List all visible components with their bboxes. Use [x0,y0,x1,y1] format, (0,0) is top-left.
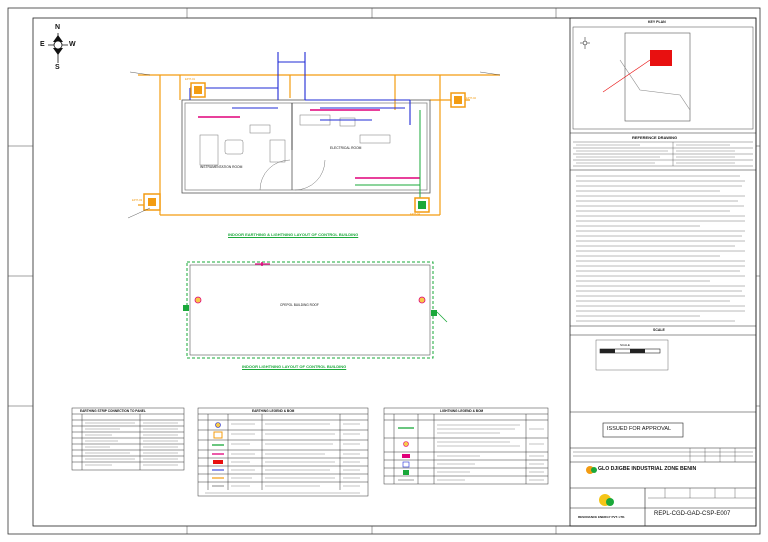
strip-table-text-lines [85,422,178,466]
outer-border [7,7,761,535]
notes-text-lines [576,175,745,322]
plan1-lightning [355,110,421,205]
strip-table-grid [71,407,185,471]
refdrawing-grid [573,141,753,167]
zone-ticks [8,8,760,534]
earth-pit-label: EPIT-02 [466,96,477,100]
issued-status: ISSUED FOR APPROVAL [607,426,672,432]
earth-pit-label: EPIT-03 [132,198,143,202]
earthing-legend-title: EARTHING LEGEND & BOM [252,408,295,413]
key-plan-drawing [572,26,754,130]
earthing-legend-grid [197,407,369,497]
title-column [569,17,757,527]
scale-label: SCALE [620,343,630,347]
lightning-legend-grid [383,407,549,485]
plan2-title: INDOOR LIGHTNING LAYOUT OF CONTROL BUILD… [242,364,347,369]
earth-pit [450,92,466,108]
compass-north: N [55,24,61,31]
earthing-legend-text-lines [205,423,360,494]
lightning-legend-symbols [398,427,414,481]
room-label-instrumentation: INSTRUMENTATION ROOM [200,165,243,169]
earth-pit [190,82,206,98]
compass-south: S [55,64,60,71]
plan1-earth-pits [143,82,466,213]
lightning-legend-title: LIGHTNING LEGEND & BOM [440,408,484,413]
keyplan-title: KEY PLAN [648,20,666,24]
plan2-roof [186,261,434,359]
plan1-leaders [127,71,501,219]
company-name: RESONANCE ENERGY PVT. LTD. [578,515,626,519]
project-name: GLO DJIGBE INDUSTRIAL ZONE BENIN [598,466,697,472]
refdrawing-title: REFERENCE DRAWING [632,135,678,140]
company-logo [586,466,614,506]
scale-title: SCALE [653,328,665,332]
drawing-number: REPL-CGD-GAD-CSP-E007 [654,511,731,517]
scale-bar [595,339,669,371]
plan2-air-terminals [183,296,448,323]
refdrawing-text-lines [576,144,735,164]
issued-stamp-box [602,422,684,438]
plan1-title: INDOOR EARTHING & LIGHTNING LAYOUT OF CO… [228,232,359,237]
earth-pit [414,197,430,213]
compass-west: W [69,41,76,48]
earth-pit-label: EPIT-01 [185,77,196,81]
strip-table-title: EARTHING STRIP CONNECTION TO PANEL [80,408,146,413]
plan1-panel-strips [198,109,420,179]
earth-pit-label: EPIT-04 [410,212,421,216]
room-label-electrical: ELECTRICAL ROOM [330,146,362,150]
plan1-building [181,99,431,194]
earth-pit [143,193,161,211]
revision-grid [573,448,756,499]
plan1-conduits [189,52,411,125]
plan2-roof-label: CPEPOL BUILDING ROOF [280,303,319,307]
compass-east: E [40,41,45,48]
lightning-legend-text-lines [437,424,544,481]
compass-rose [48,33,68,63]
earthing-legend-symbols [212,422,224,487]
